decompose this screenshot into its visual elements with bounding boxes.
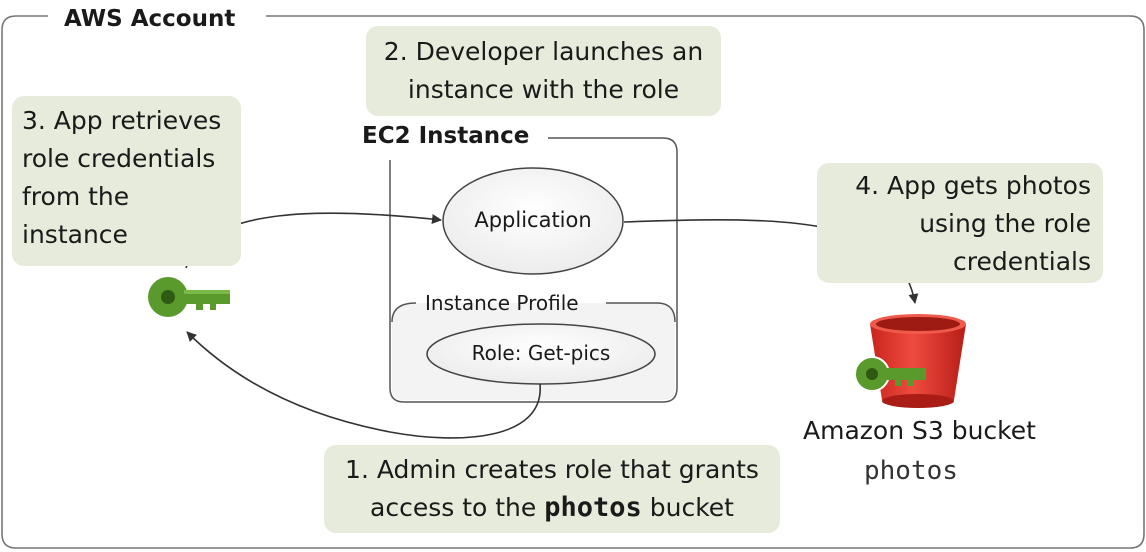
step-note-1: 1. Admin creates role that grants access… bbox=[324, 445, 780, 533]
step1-line2-pre: access to the bbox=[370, 493, 537, 522]
key-icon bbox=[148, 277, 230, 317]
step1-line2-post: bucket bbox=[649, 493, 734, 522]
bucket-label: Amazon S3 bucket bbox=[803, 416, 1036, 445]
instance-profile-outline bbox=[391, 302, 676, 323]
step2-line2: instance with the role bbox=[407, 75, 680, 104]
step1-line2-code: photos bbox=[544, 492, 642, 523]
bucket-key-icon bbox=[854, 356, 926, 392]
step4-line2: using the role bbox=[919, 209, 1091, 238]
bucket-name: photos bbox=[864, 456, 958, 486]
step-note-3: 3. App retrieves role credentials from t… bbox=[12, 96, 241, 266]
step1-line1: 1. Admin creates role that grants bbox=[345, 455, 759, 484]
step2-line1: 2. Developer launches an bbox=[383, 37, 704, 66]
step3-line2: role credentials bbox=[22, 144, 216, 173]
application-label: Application bbox=[474, 208, 592, 232]
role-bubble bbox=[426, 323, 656, 385]
role-label: Role: Get-pics bbox=[471, 341, 611, 365]
aws-account-title: AWS Account bbox=[64, 6, 236, 32]
step1-line2: access to the photos bucket bbox=[324, 489, 780, 527]
step4-line1: 4. App gets photos bbox=[855, 171, 1091, 200]
instance-profile-title: Instance Profile bbox=[425, 291, 579, 315]
step3-line3: from the bbox=[22, 182, 130, 211]
aws-account-frame bbox=[1, 15, 1145, 549]
step-note-2: 2. Developer launches an instance with t… bbox=[366, 26, 721, 116]
arrow-role-to-key bbox=[186, 331, 541, 439]
step4-line3: credentials bbox=[953, 247, 1091, 276]
ec2-instance-frame bbox=[389, 137, 678, 403]
ec2-instance-title: EC2 Instance bbox=[362, 123, 530, 149]
step3-line1: 3. App retrieves bbox=[22, 106, 222, 135]
application-bubble bbox=[442, 167, 624, 275]
step-note-4: 4. App gets photos using the role creden… bbox=[817, 163, 1103, 283]
s3-bucket-icon bbox=[870, 314, 966, 408]
step3-line4: instance bbox=[22, 220, 128, 249]
